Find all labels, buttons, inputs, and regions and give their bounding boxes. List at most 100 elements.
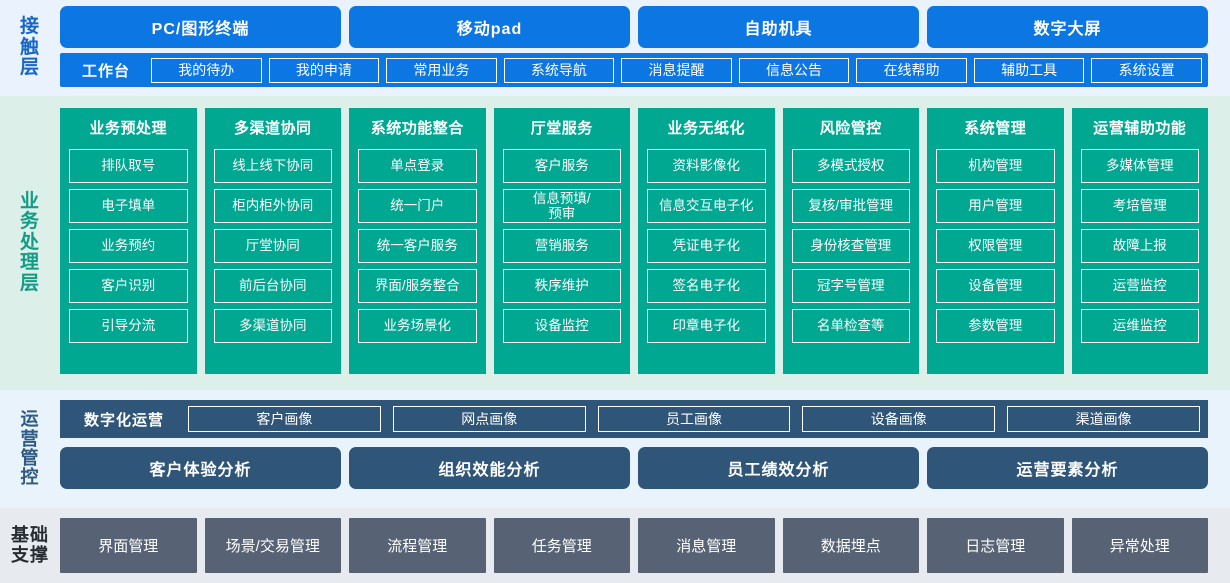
workbench-title: 工作台 <box>82 62 131 80</box>
business-cell[interactable]: 冠字号管理 <box>791 269 910 303</box>
base-item-ui-management[interactable]: 界面管理 <box>60 518 197 573</box>
business-column-risk-control: 风险管控 多模式授权 复核/审批管理 身份核查管理 冠字号管理 名单检查等 <box>782 108 919 374</box>
business-column-paperless: 业务无纸化 资料影像化 信息交互电子化 凭证电子化 签名电子化 印章电子化 <box>638 108 775 374</box>
operations-layer-label-text: 运 营 管 控 <box>20 409 40 488</box>
base-item-data-tracking[interactable]: 数据埋点 <box>782 518 919 573</box>
business-cell[interactable]: 身份核查管理 <box>791 229 910 263</box>
workbench-item-online-help[interactable]: 在线帮助 <box>856 57 967 83</box>
column-title: 风险管控 <box>819 120 882 137</box>
business-cell[interactable]: 信息交互电子化 <box>647 189 766 223</box>
business-cell[interactable]: 界面/服务整合 <box>358 269 477 303</box>
workbench-item-my-todo[interactable]: 我的待办 <box>151 57 262 83</box>
business-cell[interactable]: 设备管理 <box>936 269 1055 303</box>
workbench-item-common-business[interactable]: 常用业务 <box>386 57 497 83</box>
operations-layer-band: 运 营 管 控 数字化运营 客户画像 网点画像 员工画像 设备画像 渠道画像 客… <box>0 390 1230 508</box>
contact-layer-label-text: 接 触 层 <box>20 17 40 79</box>
workbench-item-system-navigation[interactable]: 系统导航 <box>503 57 615 83</box>
business-cell[interactable]: 业务预约 <box>69 229 188 263</box>
business-cell[interactable]: 厅堂协同 <box>213 229 332 263</box>
label-char: 管 <box>20 448 40 468</box>
business-cell[interactable]: 资料影像化 <box>647 149 766 183</box>
base-item-process-management[interactable]: 流程管理 <box>349 518 486 573</box>
business-layer-label: 业 务 处 理 层 <box>0 96 60 390</box>
business-cell[interactable]: 机构管理 <box>936 149 1055 183</box>
business-cell[interactable]: 电子填单 <box>69 189 188 223</box>
ops-chip-employee-profile[interactable]: 员工画像 <box>597 406 791 432</box>
base-layer-band: 基 础 支 撑 界面管理 场景/交易管理 流程管理 任务管理 消息管理 数据埋点… <box>0 508 1230 583</box>
label-char: 层 <box>19 272 40 294</box>
label-char: 营 <box>20 428 40 449</box>
ops-chip-channel-profile[interactable]: 渠道画像 <box>1007 406 1200 432</box>
business-cell[interactable]: 权限管理 <box>936 229 1055 263</box>
analysis-customer-experience[interactable]: 客户体验分析 <box>60 447 341 489</box>
business-cell[interactable]: 统一门户 <box>358 189 477 223</box>
business-cell[interactable]: 签名电子化 <box>647 269 766 303</box>
base-layer-label-text: 基 础 支 撑 <box>11 525 49 565</box>
business-cell[interactable]: 客户识别 <box>69 269 188 303</box>
business-cell[interactable]: 故障上报 <box>1080 229 1199 263</box>
ops-chip-branch-profile[interactable]: 网点画像 <box>392 406 586 432</box>
label-char: 撑 <box>30 544 49 565</box>
workbench-item-aux-tools[interactable]: 辅助工具 <box>973 57 1085 83</box>
business-cell[interactable]: 引导分流 <box>69 309 188 343</box>
business-column-preprocessing: 业务预处理 排队取号 电子填单 业务预约 客户识别 引导分流 <box>60 108 197 374</box>
workbench-item-announcement[interactable]: 信息公告 <box>738 57 850 83</box>
business-cell[interactable]: 设备监控 <box>502 309 621 343</box>
business-cell[interactable]: 多模式授权 <box>791 149 910 183</box>
business-cell[interactable]: 凭证电子化 <box>647 229 766 263</box>
business-cell[interactable]: 线上线下协同 <box>213 149 332 183</box>
business-column-ops-support: 运营辅助功能 多媒体管理 考培管理 故障上报 运营监控 运维监控 <box>1071 108 1208 374</box>
business-cell[interactable]: 参数管理 <box>936 309 1055 343</box>
channel-mobile-pad[interactable]: 移动pad <box>349 6 630 48</box>
channel-self-service[interactable]: 自助机具 <box>638 6 919 48</box>
business-cell[interactable]: 印章电子化 <box>647 309 766 343</box>
business-cell[interactable]: 业务场景化 <box>358 309 477 343</box>
digital-operations-title: 数字化运营 <box>84 411 165 429</box>
column-title: 业务预处理 <box>89 120 167 137</box>
contact-layer-band: 接 触 层 PC/图形终端 移动pad 自助机具 数字大屏 工作台 我的待办 我… <box>0 0 1230 96</box>
base-item-exception-handling[interactable]: 异常处理 <box>1071 518 1208 573</box>
workbench-item-message-reminder[interactable]: 消息提醒 <box>621 57 732 83</box>
business-column-lobby-service: 厅堂服务 客户服务 信息预填/ 预审 营销服务 秩序维护 设备监控 <box>493 108 630 374</box>
business-cell[interactable]: 运营监控 <box>1080 269 1199 303</box>
business-cell[interactable]: 名单检查等 <box>791 309 910 343</box>
business-cell[interactable]: 统一客户服务 <box>358 229 477 263</box>
channel-pc[interactable]: PC/图形终端 <box>60 6 341 48</box>
label-row: 支 撑 <box>11 544 49 565</box>
analysis-operating-factors[interactable]: 运营要素分析 <box>927 447 1208 489</box>
label-char: 接 <box>19 16 40 38</box>
business-cell[interactable]: 用户管理 <box>936 189 1055 223</box>
business-cell[interactable]: 前后台协同 <box>213 269 332 303</box>
label-char: 支 <box>11 544 30 565</box>
business-cell[interactable]: 柜内柜外协同 <box>213 189 332 223</box>
workbench-item-system-settings[interactable]: 系统设置 <box>1091 57 1202 83</box>
analysis-organization-efficiency[interactable]: 组织效能分析 <box>349 447 630 489</box>
business-cell[interactable]: 考培管理 <box>1080 189 1199 223</box>
label-char: 控 <box>20 467 40 488</box>
business-cell[interactable]: 营销服务 <box>502 229 621 263</box>
business-cell[interactable]: 单点登录 <box>358 149 477 183</box>
business-layer-label-text: 业 务 处 理 层 <box>19 191 40 295</box>
business-cell[interactable]: 运维监控 <box>1080 309 1199 343</box>
business-cell[interactable]: 复核/审批管理 <box>791 189 910 223</box>
ops-chip-customer-profile[interactable]: 客户画像 <box>188 406 381 432</box>
base-item-task-management[interactable]: 任务管理 <box>493 518 630 573</box>
base-item-log-management[interactable]: 日志管理 <box>927 518 1064 573</box>
channel-digital-screen[interactable]: 数字大屏 <box>927 6 1208 48</box>
business-cell[interactable]: 信息预填/ 预审 <box>502 189 621 223</box>
business-cell[interactable]: 客户服务 <box>502 149 621 183</box>
base-item-message-management[interactable]: 消息管理 <box>638 518 775 573</box>
business-cell[interactable]: 秩序维护 <box>502 269 621 303</box>
ops-chip-device-profile[interactable]: 设备画像 <box>802 406 996 432</box>
operations-layer-label: 运 营 管 控 <box>0 390 60 508</box>
business-cell[interactable]: 多渠道协同 <box>213 309 332 343</box>
business-column-multichannel: 多渠道协同 线上线下协同 柜内柜外协同 厅堂协同 前后台协同 多渠道协同 <box>204 108 341 374</box>
label-char: 运 <box>20 409 40 430</box>
analysis-employee-performance[interactable]: 员工绩效分析 <box>638 447 919 489</box>
workbench-item-my-application[interactable]: 我的申请 <box>268 57 380 83</box>
workbench-row: 工作台 我的待办 我的申请 常用业务 系统导航 消息提醒 信息公告 在线帮助 辅… <box>60 53 1208 87</box>
business-cell[interactable]: 排队取号 <box>69 149 188 183</box>
base-item-scenario-transaction-management[interactable]: 场景/交易管理 <box>204 518 341 573</box>
business-cell[interactable]: 多媒体管理 <box>1080 149 1199 183</box>
